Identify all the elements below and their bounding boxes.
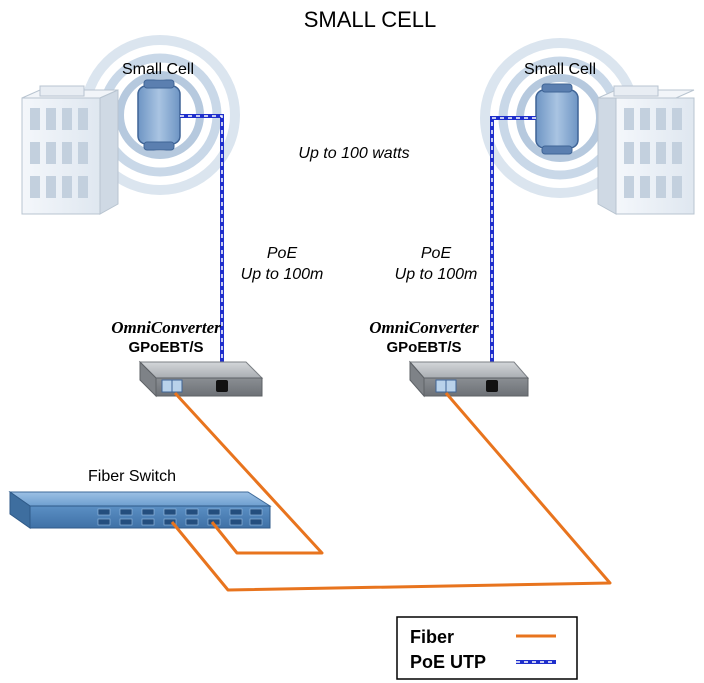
power-note: Up to 100 watts xyxy=(298,145,409,162)
fiber-switch-icon xyxy=(8,491,272,529)
legend: Fiber PoE UTP xyxy=(396,616,578,680)
left-fiber-cable xyxy=(173,391,324,555)
legend-poe-label: PoE UTP xyxy=(410,652,486,672)
right-site: Small Cell xyxy=(480,38,695,215)
left-small-cell-label: Small Cell xyxy=(122,61,194,78)
left-converter-icon xyxy=(138,360,264,398)
left-converter-brand: OmniConverter xyxy=(111,318,221,337)
legend-box xyxy=(396,616,578,680)
right-converter-icon xyxy=(408,360,530,398)
right-converter: OmniConverter GPoEBT/S xyxy=(369,318,530,398)
left-poe-cable xyxy=(180,114,224,385)
fiber-switch-label: Fiber Switch xyxy=(88,468,176,485)
right-small-cell-icon xyxy=(535,83,579,155)
left-site: Small Cell xyxy=(21,35,240,215)
right-poe-distance: Up to 100m xyxy=(395,266,478,283)
left-building-icon xyxy=(21,85,119,215)
right-building-icon xyxy=(597,85,695,215)
right-fiber-cable xyxy=(170,392,612,592)
right-converter-model: GPoEBT/S xyxy=(386,339,461,356)
left-converter-model: GPoEBT/S xyxy=(128,339,203,356)
legend-fiber-label: Fiber xyxy=(410,627,454,647)
right-converter-brand: OmniConverter xyxy=(369,318,479,337)
left-converter: OmniConverter GPoEBT/S xyxy=(111,318,264,398)
left-poe-distance: Up to 100m xyxy=(241,266,324,283)
left-poe-label: PoE xyxy=(267,245,298,262)
right-poe-cable xyxy=(490,116,536,385)
right-small-cell-label: Small Cell xyxy=(524,61,596,78)
diagram-title: SMALL CELL xyxy=(304,7,436,32)
right-poe-label: PoE xyxy=(421,245,452,262)
left-small-cell-icon xyxy=(137,79,181,151)
